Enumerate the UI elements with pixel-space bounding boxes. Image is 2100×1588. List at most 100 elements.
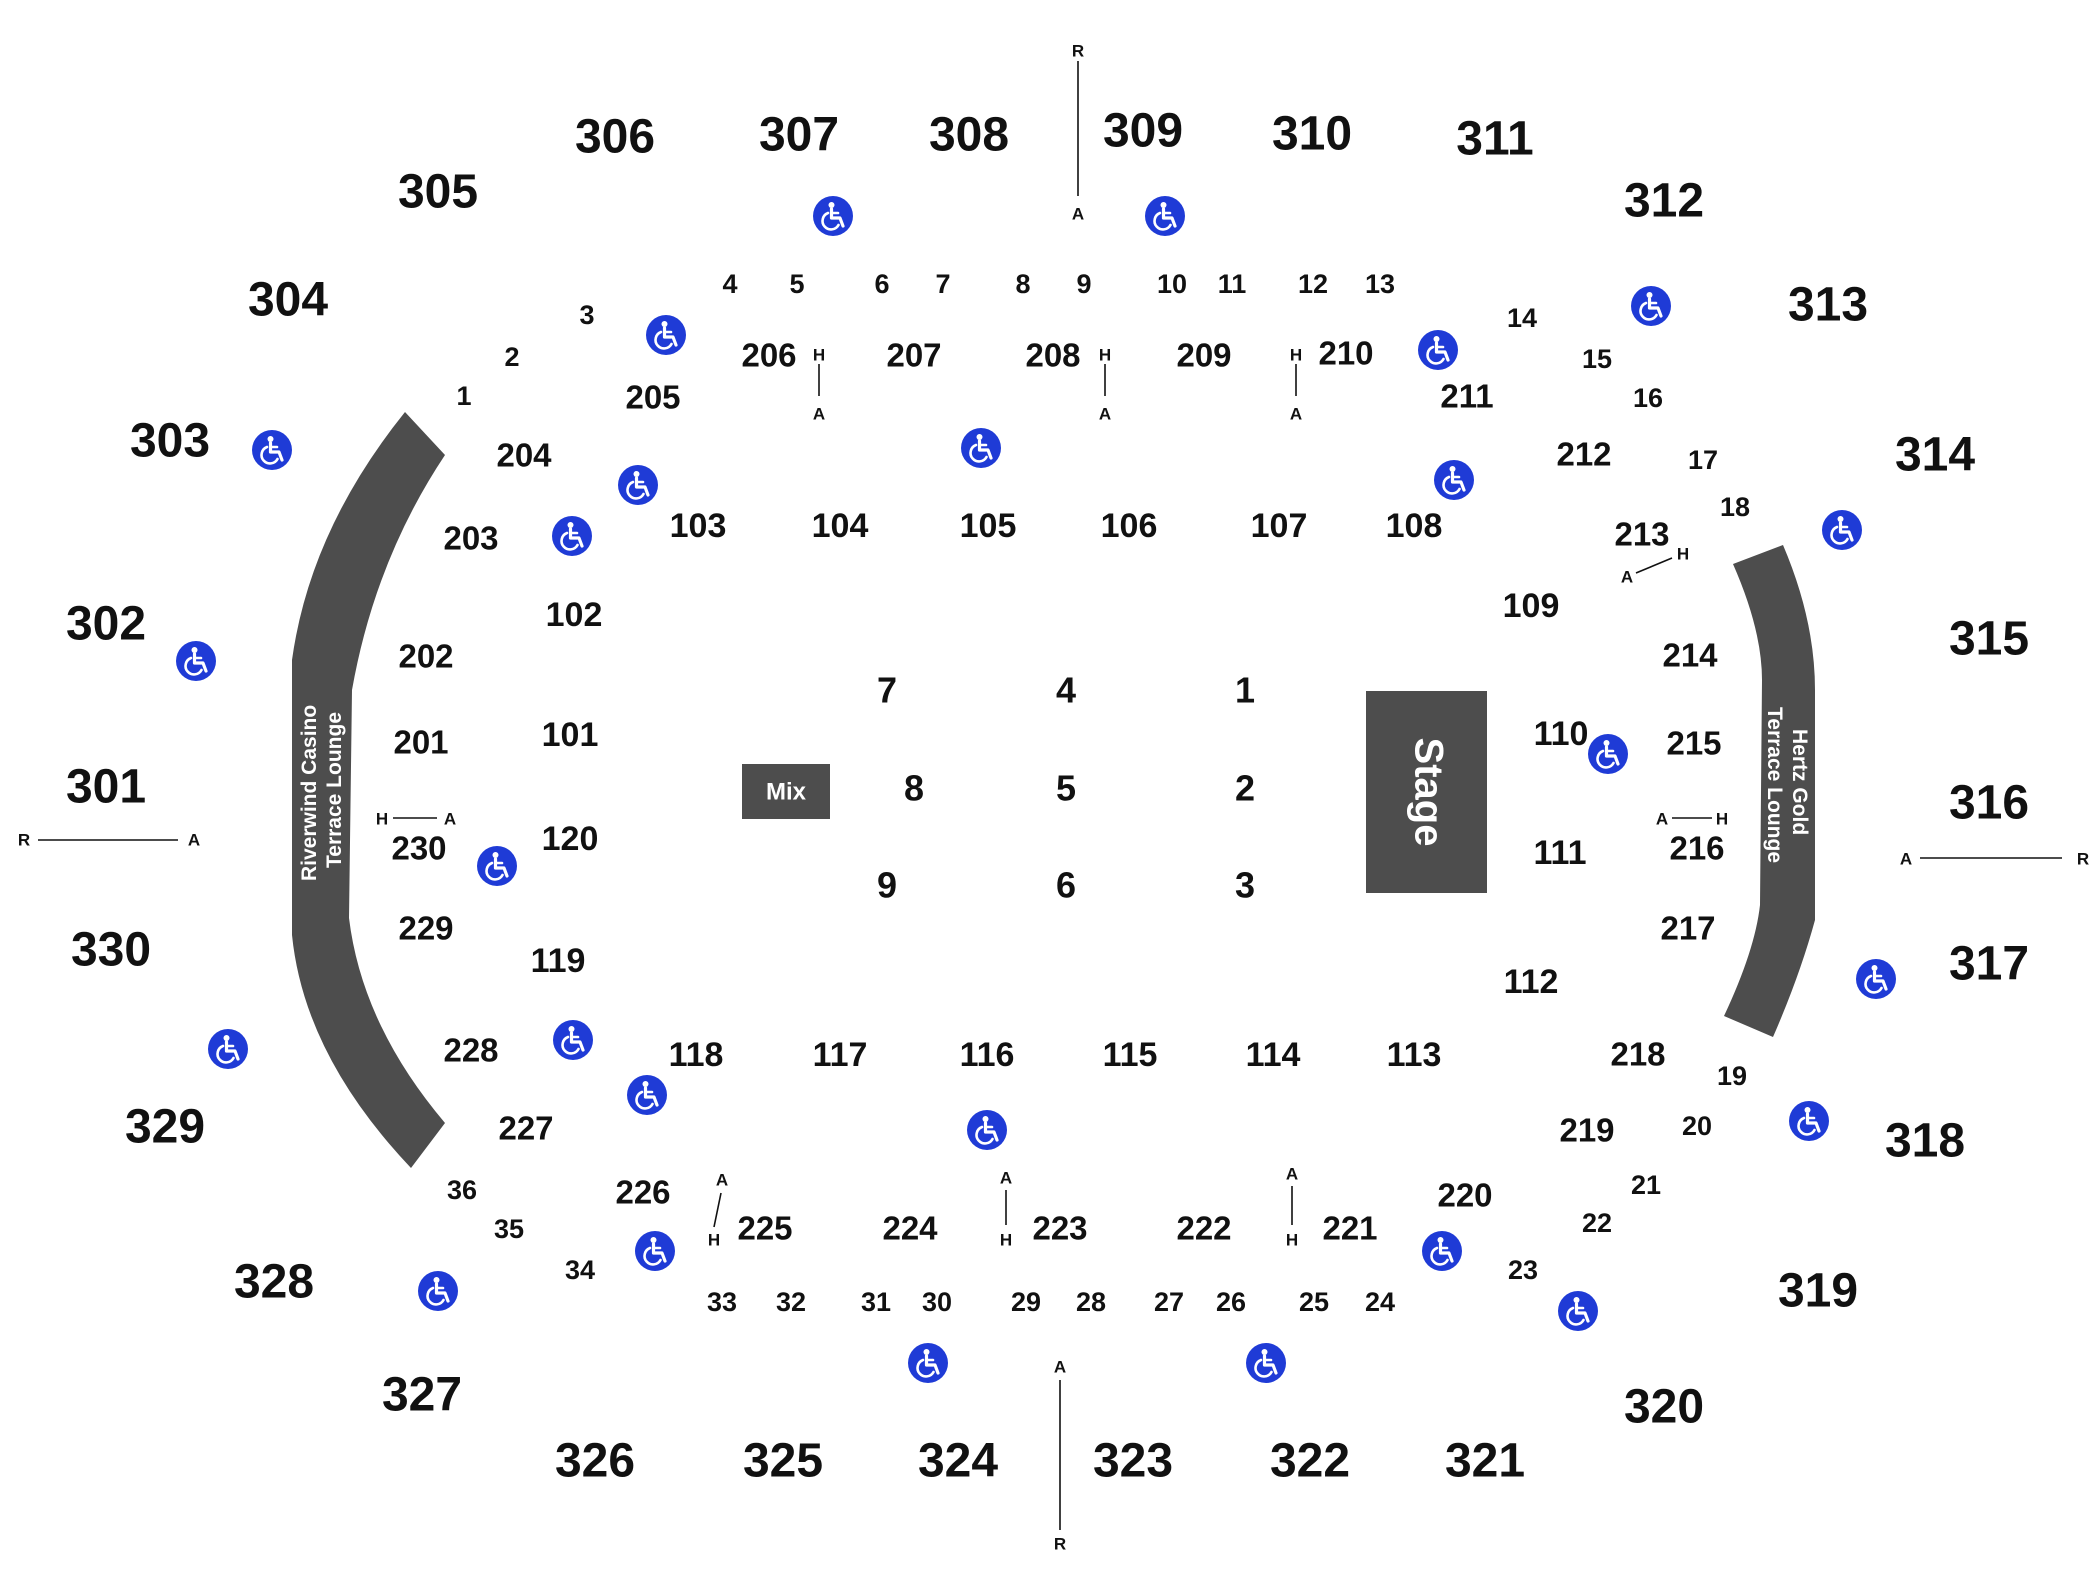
- section-305[interactable]: 305: [398, 166, 478, 219]
- section-106[interactable]: 106: [1101, 507, 1158, 545]
- section-313[interactable]: 313: [1788, 279, 1868, 332]
- section-311[interactable]: 311: [1456, 113, 1533, 166]
- section-107[interactable]: 107: [1251, 507, 1308, 545]
- section-105[interactable]: 105: [960, 507, 1017, 545]
- section-317[interactable]: 317: [1949, 938, 2029, 991]
- wheelchair-icon[interactable]: [1245, 1342, 1287, 1384]
- section-227[interactable]: 227: [498, 1110, 553, 1147]
- section-109[interactable]: 109: [1503, 587, 1560, 625]
- floor-section-9[interactable]: 9: [877, 865, 897, 906]
- section-211[interactable]: 211: [1440, 378, 1493, 415]
- section-210[interactable]: 210: [1318, 335, 1373, 372]
- section-223[interactable]: 223: [1032, 1210, 1087, 1247]
- section-213[interactable]: 213: [1614, 516, 1669, 553]
- floor-section-5[interactable]: 5: [1056, 768, 1076, 809]
- wheelchair-icon[interactable]: [1821, 509, 1863, 551]
- wheelchair-icon[interactable]: [1630, 285, 1672, 327]
- section-204[interactable]: 204: [496, 437, 552, 474]
- section-206[interactable]: 206: [741, 337, 796, 374]
- section-220[interactable]: 220: [1437, 1177, 1492, 1214]
- section-330[interactable]: 330: [71, 924, 151, 977]
- section-324[interactable]: 324: [918, 1435, 998, 1488]
- section-307[interactable]: 307: [759, 109, 839, 162]
- section-316[interactable]: 316: [1949, 777, 2029, 830]
- wheelchair-icon[interactable]: [175, 640, 217, 682]
- wheelchair-icon[interactable]: [626, 1074, 668, 1116]
- section-225[interactable]: 225: [737, 1210, 792, 1247]
- wheelchair-icon[interactable]: [617, 464, 659, 506]
- wheelchair-icon[interactable]: [645, 314, 687, 356]
- wheelchair-icon[interactable]: [907, 1342, 949, 1384]
- section-228[interactable]: 228: [443, 1032, 498, 1069]
- wheelchair-icon[interactable]: [1855, 958, 1897, 1000]
- wheelchair-icon[interactable]: [417, 1270, 459, 1312]
- section-113[interactable]: 113: [1387, 1036, 1442, 1074]
- section-320[interactable]: 320: [1624, 1381, 1704, 1434]
- section-326[interactable]: 326: [555, 1435, 635, 1488]
- section-102[interactable]: 102: [546, 596, 603, 634]
- floor-section-4[interactable]: 4: [1056, 670, 1076, 711]
- wheelchair-icon[interactable]: [966, 1109, 1008, 1151]
- section-327[interactable]: 327: [382, 1369, 462, 1422]
- section-112[interactable]: 112: [1504, 963, 1559, 1001]
- section-322[interactable]: 322: [1270, 1435, 1350, 1488]
- section-209[interactable]: 209: [1176, 337, 1231, 374]
- section-222[interactable]: 222: [1176, 1210, 1231, 1247]
- floor-section-2[interactable]: 2: [1235, 768, 1255, 809]
- section-303[interactable]: 303: [130, 415, 210, 468]
- section-212[interactable]: 212: [1556, 436, 1611, 473]
- section-104[interactable]: 104: [812, 507, 869, 545]
- section-214[interactable]: 214: [1662, 637, 1718, 674]
- section-218[interactable]: 218: [1610, 1036, 1665, 1073]
- section-230[interactable]: 230: [391, 830, 446, 867]
- section-319[interactable]: 319: [1778, 1265, 1858, 1318]
- left-lounge-bar[interactable]: [292, 412, 445, 1168]
- section-229[interactable]: 229: [398, 910, 453, 947]
- section-119[interactable]: 119: [531, 942, 586, 980]
- wheelchair-icon[interactable]: [1788, 1100, 1830, 1142]
- section-301[interactable]: 301: [66, 761, 146, 814]
- section-302[interactable]: 302: [66, 598, 146, 651]
- wheelchair-icon[interactable]: [1557, 1290, 1599, 1332]
- section-103[interactable]: 103: [670, 507, 727, 545]
- section-201[interactable]: 201: [393, 724, 448, 761]
- section-208[interactable]: 208: [1025, 337, 1080, 374]
- floor-section-7[interactable]: 7: [877, 670, 897, 711]
- section-216[interactable]: 216: [1669, 830, 1724, 867]
- section-224[interactable]: 224: [882, 1210, 938, 1247]
- wheelchair-icon[interactable]: [1417, 329, 1459, 371]
- right-lounge-bar[interactable]: [1724, 545, 1815, 1037]
- section-114[interactable]: 114: [1246, 1036, 1301, 1074]
- floor-section-1[interactable]: 1: [1235, 670, 1255, 711]
- section-217[interactable]: 217: [1660, 910, 1715, 947]
- section-314[interactable]: 314: [1895, 429, 1975, 482]
- section-203[interactable]: 203: [443, 520, 498, 557]
- section-207[interactable]: 207: [886, 337, 941, 374]
- mix-block[interactable]: [742, 764, 830, 819]
- section-308[interactable]: 308: [929, 109, 1009, 162]
- floor-section-6[interactable]: 6: [1056, 865, 1076, 906]
- wheelchair-icon[interactable]: [251, 429, 293, 471]
- section-120[interactable]: 120: [542, 820, 599, 858]
- section-116[interactable]: 116: [960, 1036, 1015, 1074]
- wheelchair-icon[interactable]: [551, 515, 593, 557]
- section-323[interactable]: 323: [1093, 1435, 1173, 1488]
- section-325[interactable]: 325: [743, 1435, 823, 1488]
- wheelchair-icon[interactable]: [812, 195, 854, 237]
- floor-section-3[interactable]: 3: [1235, 865, 1255, 906]
- wheelchair-icon[interactable]: [960, 427, 1002, 469]
- section-111[interactable]: 111: [1534, 834, 1587, 872]
- section-306[interactable]: 306: [575, 111, 655, 164]
- wheelchair-icon[interactable]: [552, 1019, 594, 1061]
- section-328[interactable]: 328: [234, 1256, 314, 1309]
- section-118[interactable]: 118: [669, 1036, 724, 1074]
- section-329[interactable]: 329: [125, 1101, 205, 1154]
- section-202[interactable]: 202: [398, 638, 453, 675]
- section-321[interactable]: 321: [1445, 1435, 1525, 1488]
- wheelchair-icon[interactable]: [1587, 733, 1629, 775]
- section-304[interactable]: 304: [248, 274, 328, 327]
- section-226[interactable]: 226: [615, 1174, 670, 1211]
- section-101[interactable]: 101: [542, 716, 599, 754]
- section-221[interactable]: 221: [1322, 1210, 1377, 1247]
- wheelchair-icon[interactable]: [634, 1230, 676, 1272]
